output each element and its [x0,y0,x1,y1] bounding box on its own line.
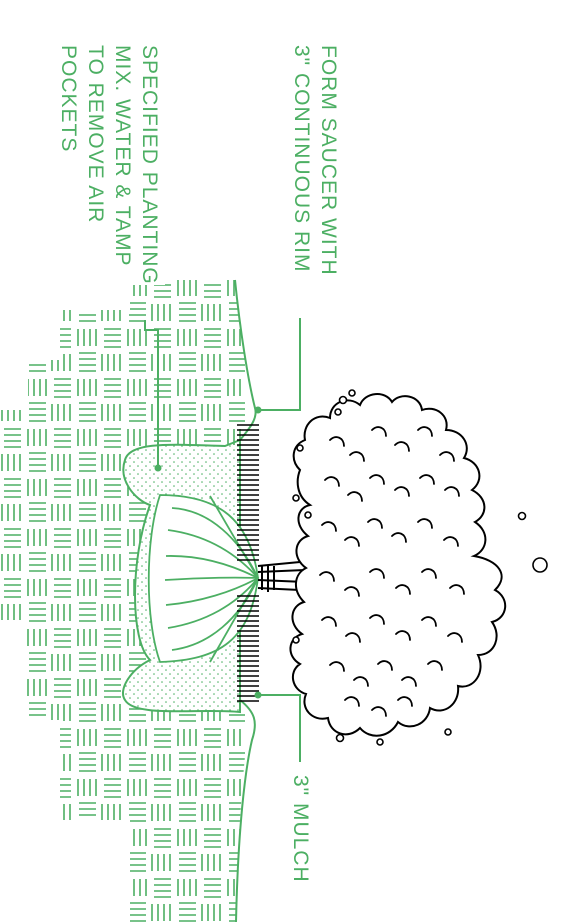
label-saucer: FORM SAUCER WITH 3" CONTINUOUS RIM [290,45,340,276]
label-mulch: 3" MULCH [289,775,312,883]
root-ball [147,494,259,663]
saucer-leader [258,318,301,411]
mulch-layer [237,424,259,702]
saucer-label-line1: FORM SAUCER WITH [317,45,340,276]
mulch-leader [258,694,301,762]
leader-lines [144,318,301,762]
mix-label-line4: POCKETS [57,45,80,152]
mix-label-line1: SPECIFIED PLANTING [138,45,161,285]
canopy-leaf-dots [292,389,548,746]
shrub-trunk [257,561,306,592]
saucer-label-line2: 3" CONTINUOUS RIM [290,45,313,272]
label-planting-mix: SPECIFIED PLANTING MIX. WATER & TAMP TO … [57,45,161,285]
mulch-label: 3" MULCH [289,775,312,883]
ground-saucer-line [234,279,257,922]
soil-outline-mask [0,270,165,922]
mix-leader [144,320,159,468]
mix-label-line2: MIX. WATER & TAMP [111,45,134,267]
mix-label-line3: TO REMOVE AIR [84,45,107,223]
shrub-canopy [289,393,507,737]
canopy-leaf-scallops [319,426,465,717]
